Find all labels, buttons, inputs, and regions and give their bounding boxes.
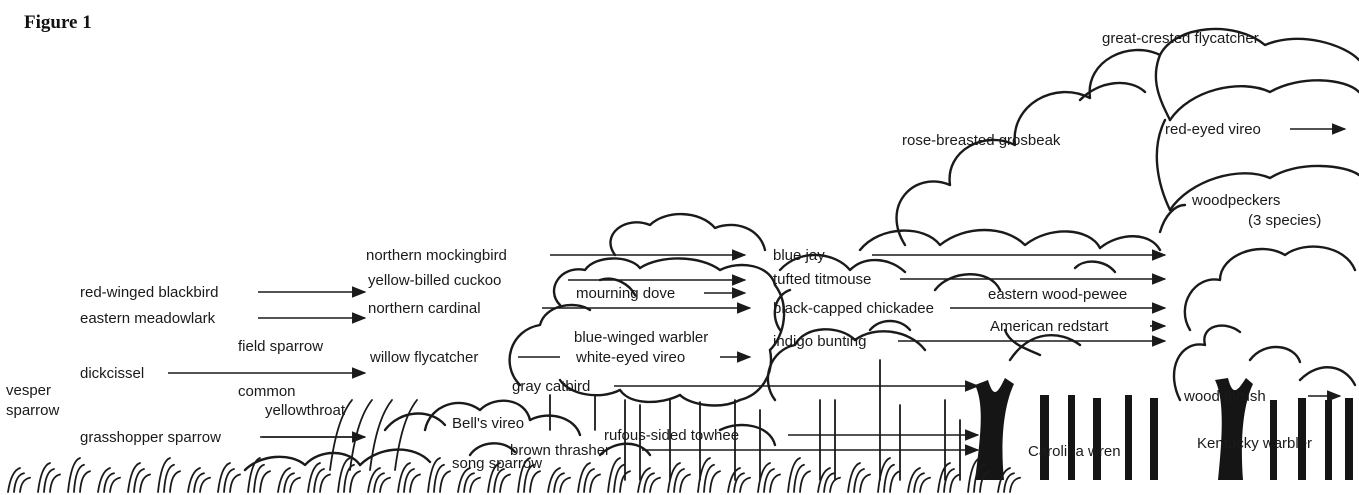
label-gray-catbird: gray catbird	[512, 378, 590, 395]
grass-tuft	[158, 458, 180, 492]
label-carolina-wren: Carolina wren	[1028, 443, 1121, 460]
label-eastern-wood-pewee: eastern wood-pewee	[988, 286, 1127, 303]
label-rose-breasted-grosbeak: rose-breasted grosbeak	[902, 132, 1061, 149]
label-woodpeckers-line2: (3 species)	[1248, 212, 1321, 229]
grass-tuft	[8, 468, 30, 492]
label-eastern-meadowlark: eastern meadowlark	[80, 310, 216, 327]
grass-tuft	[758, 463, 780, 492]
grass-tuft	[818, 468, 840, 492]
grass-tuft	[848, 463, 870, 492]
label-brown-thrasher: brown thrasher	[510, 442, 610, 459]
label-common-yellowthroat-line2: yellowthroat	[265, 402, 346, 419]
label-field-sparrow: field sparrow	[238, 338, 323, 355]
grass-tuft	[368, 468, 390, 492]
label-wood-thrush: wood thrush	[1183, 388, 1266, 405]
grass-tuft	[38, 463, 60, 492]
label-indigo-bunting: indigo bunting	[773, 333, 866, 350]
label-kentucky-warbler: Kentucky warbler	[1197, 435, 1312, 452]
label-black-capped-chickadee: black-capped chickadee	[773, 300, 934, 317]
reed-stem	[370, 400, 392, 470]
grass-tuft	[98, 468, 120, 492]
grass-tuft	[218, 463, 240, 492]
label-american-redstart: American redstart	[990, 318, 1109, 335]
grass-tuft	[548, 468, 570, 492]
label-woodpeckers-line1: woodpeckers	[1191, 192, 1280, 209]
label-mourning-dove: mourning dove	[576, 285, 675, 302]
grass-tuft	[188, 468, 210, 492]
grass-tuft	[278, 468, 300, 492]
label-vesper-sparrow-line1: vesper	[6, 382, 51, 399]
label-northern-cardinal: northern cardinal	[368, 300, 481, 317]
grass-tuft	[338, 458, 360, 492]
shrub-thicket	[510, 214, 784, 405]
grass-tuft	[638, 468, 660, 492]
label-willow-flycatcher: willow flycatcher	[369, 349, 478, 366]
label-bells-vireo: Bell's vireo	[452, 415, 524, 432]
label-northern-mockingbird: northern mockingbird	[366, 247, 507, 264]
label-blue-jay: blue jay	[773, 247, 825, 264]
species-labels: vesper sparrow red-winged blackbird east…	[6, 30, 1321, 472]
grass-tuft	[128, 463, 150, 492]
label-great-crested-flycatcher: great-crested flycatcher	[1102, 30, 1259, 47]
figure-title: Figure 1	[24, 12, 92, 33]
grass-tuft	[308, 463, 330, 492]
label-white-eyed-vireo: white-eyed vireo	[575, 349, 685, 366]
label-blue-winged-warbler: blue-winged warbler	[574, 329, 708, 346]
grass-tuft	[608, 458, 630, 492]
grass-tuft	[878, 458, 900, 492]
label-red-eyed-vireo: red-eyed vireo	[1165, 121, 1261, 138]
label-tufted-titmouse: tufted titmouse	[773, 271, 871, 288]
label-rufous-sided-towhee: rufous-sided towhee	[604, 427, 739, 444]
grass-tuft	[428, 458, 450, 492]
grass-tuft	[578, 463, 600, 492]
grass-tuft	[698, 458, 720, 492]
label-red-winged-blackbird: red-winged blackbird	[80, 284, 218, 301]
grass-tuft	[68, 458, 90, 492]
grass-tuft	[938, 463, 960, 492]
grass-tuft	[248, 458, 270, 492]
grass-tuft	[908, 468, 930, 492]
grass-tuft	[398, 463, 420, 492]
right-forest-canopy	[1174, 247, 1355, 400]
label-grasshopper-sparrow: grasshopper sparrow	[80, 429, 221, 446]
tree-trunks	[550, 360, 1353, 480]
grass-tuft	[728, 468, 750, 492]
label-dickcissel: dickcissel	[80, 365, 144, 382]
label-vesper-sparrow-line2: sparrow	[6, 402, 60, 419]
label-yellow-billed-cuckoo: yellow-billed cuckoo	[368, 272, 501, 289]
reed-stem	[395, 400, 417, 470]
grass-tuft	[668, 463, 690, 492]
label-common-yellowthroat-line1: common	[238, 383, 296, 400]
grass-tuft	[788, 458, 810, 492]
